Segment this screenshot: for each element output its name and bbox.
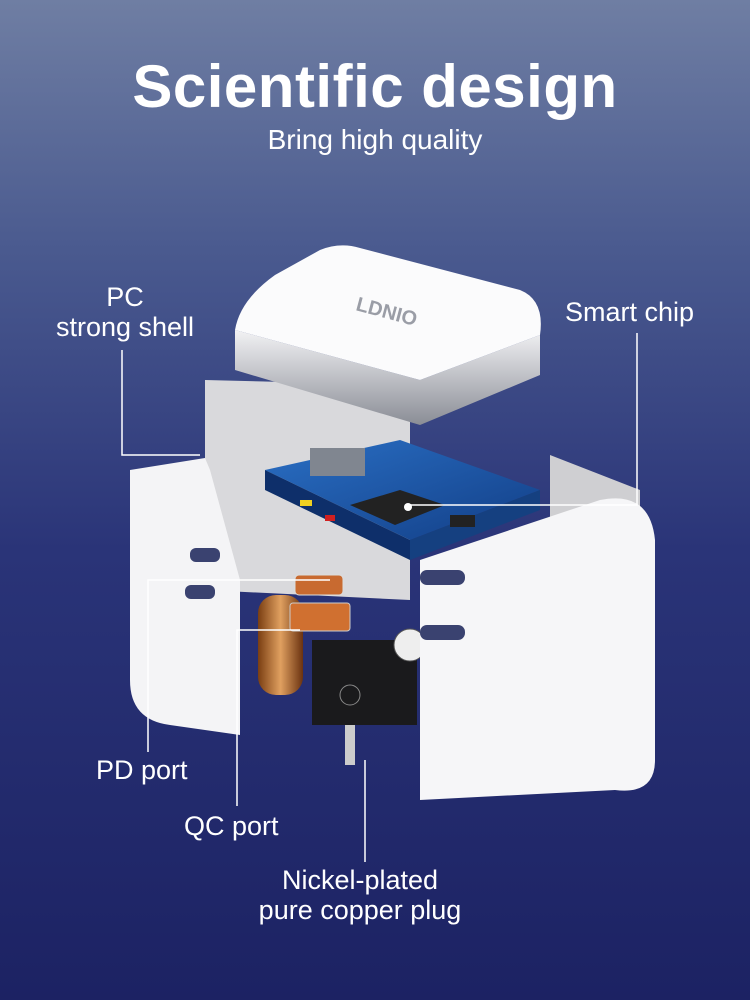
page-subtitle: Bring high quality — [267, 124, 483, 155]
callout-plug: Nickel-plated pure copper plug — [240, 865, 480, 925]
callout-smart-chip: Smart chip — [565, 297, 695, 327]
callout-qc-port: QC port — [184, 811, 279, 841]
callout-plug-line1: Nickel-plated — [281, 865, 439, 895]
page-title: Scientific design — [132, 53, 618, 120]
smart-chip — [350, 490, 445, 525]
callout-pc-shell-line2: strong shell — [55, 312, 195, 342]
callout-plug-line2: pure copper plug — [258, 895, 462, 925]
right-shell — [420, 498, 655, 800]
callout-pc-shell: PC strong shell — [40, 282, 210, 342]
circuit-board — [265, 440, 540, 560]
copper-plug-pin — [345, 725, 355, 765]
callout-lines — [121, 333, 638, 862]
top-cover: LDNIO — [235, 245, 541, 425]
qc-port-connector — [289, 602, 351, 632]
callout-pd-port: PD port — [96, 755, 188, 785]
pd-port-connector — [294, 574, 344, 596]
callout-pc-shell-line1: PC — [106, 282, 144, 312]
left-shell — [130, 458, 240, 735]
heatsink — [310, 448, 365, 476]
